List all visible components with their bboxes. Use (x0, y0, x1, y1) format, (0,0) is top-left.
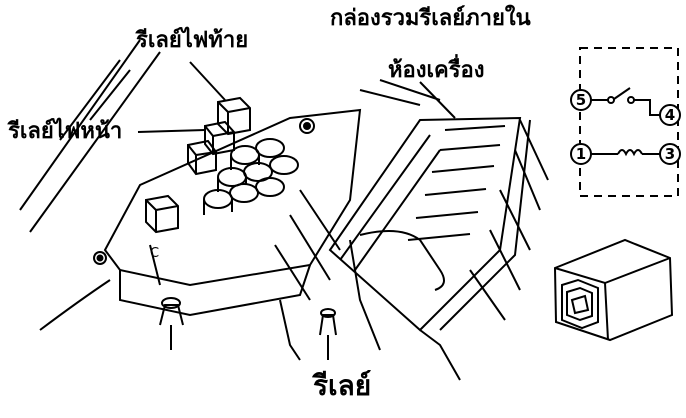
relay-component-icon (553, 238, 674, 342)
head-light-relay-label: รีเลย์ไฟหน้า (8, 119, 123, 144)
pin-5-label: 5 (576, 91, 586, 109)
pin-1-label: 1 (576, 145, 586, 163)
relay-schematic (570, 47, 681, 197)
engine-relay-box-label-line1: กล่องรวมรีเลย์ภายใน (330, 6, 531, 31)
figure-caption: รีเลย์ (313, 369, 372, 402)
engine-bay-relay-box-illustration: C (19, 39, 549, 381)
pin-4-label: 4 (665, 106, 675, 124)
tail-light-relay-label: รีเลย์ไฟท้าย (136, 28, 249, 53)
engine-relay-box-label-line2: ห้องเครื่อง (388, 58, 485, 83)
relay-pin-numbers: 5 4 1 3 (576, 91, 675, 163)
svg-text:C: C (150, 246, 159, 261)
pin-3-label: 3 (665, 145, 675, 163)
